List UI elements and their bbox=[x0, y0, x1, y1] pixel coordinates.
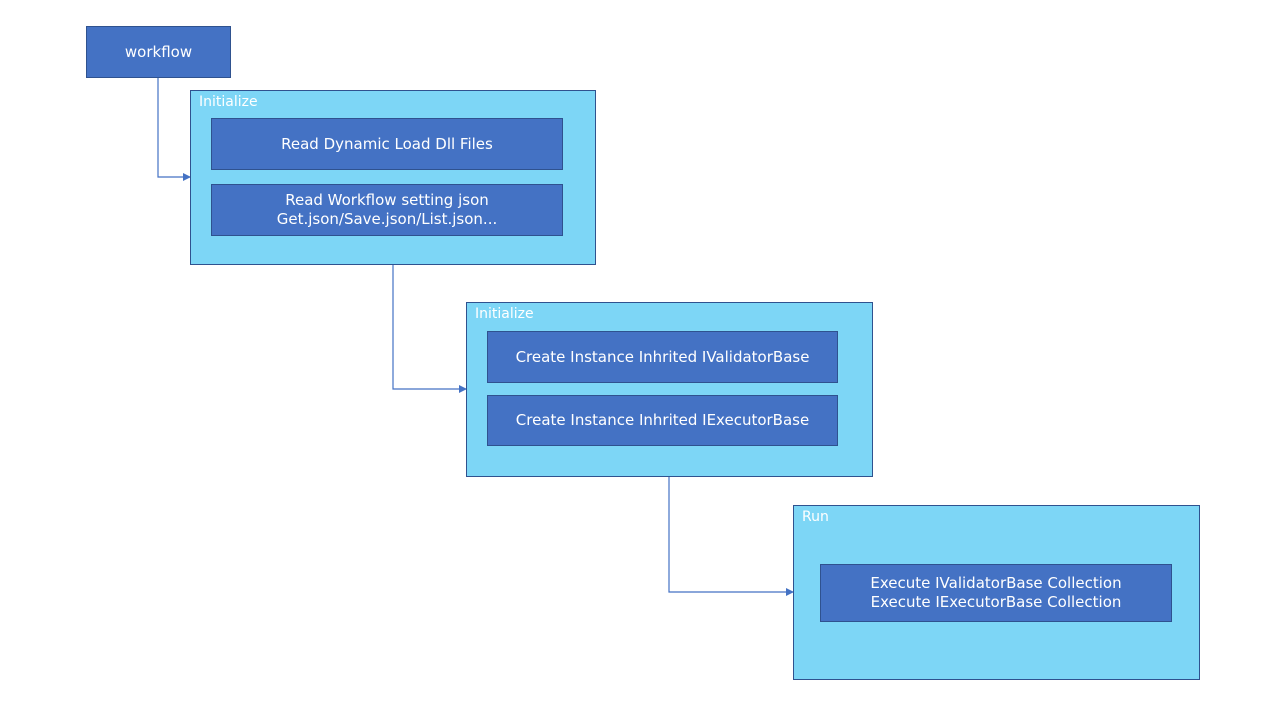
connector-initialize-2-to-run bbox=[668, 476, 794, 596]
create-executor-node: Create Instance Inhrited IExecutorBase bbox=[487, 395, 838, 446]
read-workflow-setting-line-2: Get.json/Save.json/List.json... bbox=[276, 210, 498, 228]
create-validator-label: Create Instance Inhrited IValidatorBase bbox=[515, 347, 810, 366]
connector-workflow-to-initialize-1 bbox=[157, 77, 191, 181]
read-workflow-setting-node: Read Workflow setting json Get.json/Save… bbox=[211, 184, 563, 236]
initialize-group-2-title: Initialize bbox=[475, 306, 534, 322]
initialize-group-1-title: Initialize bbox=[199, 94, 258, 110]
read-dll-files-node: Read Dynamic Load Dll Files bbox=[211, 118, 563, 170]
execute-collections-node: Execute IValidatorBase Collection Execut… bbox=[820, 564, 1172, 622]
create-validator-node: Create Instance Inhrited IValidatorBase bbox=[487, 331, 838, 383]
initialize-group-2: Initialize bbox=[466, 302, 873, 477]
workflow-node-label: workflow bbox=[124, 42, 193, 61]
connector-initialize-1-to-initialize-2 bbox=[392, 264, 467, 393]
read-workflow-setting-line-1: Read Workflow setting json bbox=[285, 191, 489, 209]
run-group-title: Run bbox=[802, 509, 829, 525]
execute-validator-line: Execute IValidatorBase Collection bbox=[870, 574, 1122, 592]
initialize-group-1: Initialize bbox=[190, 90, 596, 265]
create-executor-label: Create Instance Inhrited IExecutorBase bbox=[515, 411, 810, 429]
workflow-node: workflow bbox=[86, 26, 231, 78]
execute-executor-line: Execute IExecutorBase Collection bbox=[870, 593, 1122, 611]
read-dll-files-label: Read Dynamic Load Dll Files bbox=[281, 134, 493, 153]
